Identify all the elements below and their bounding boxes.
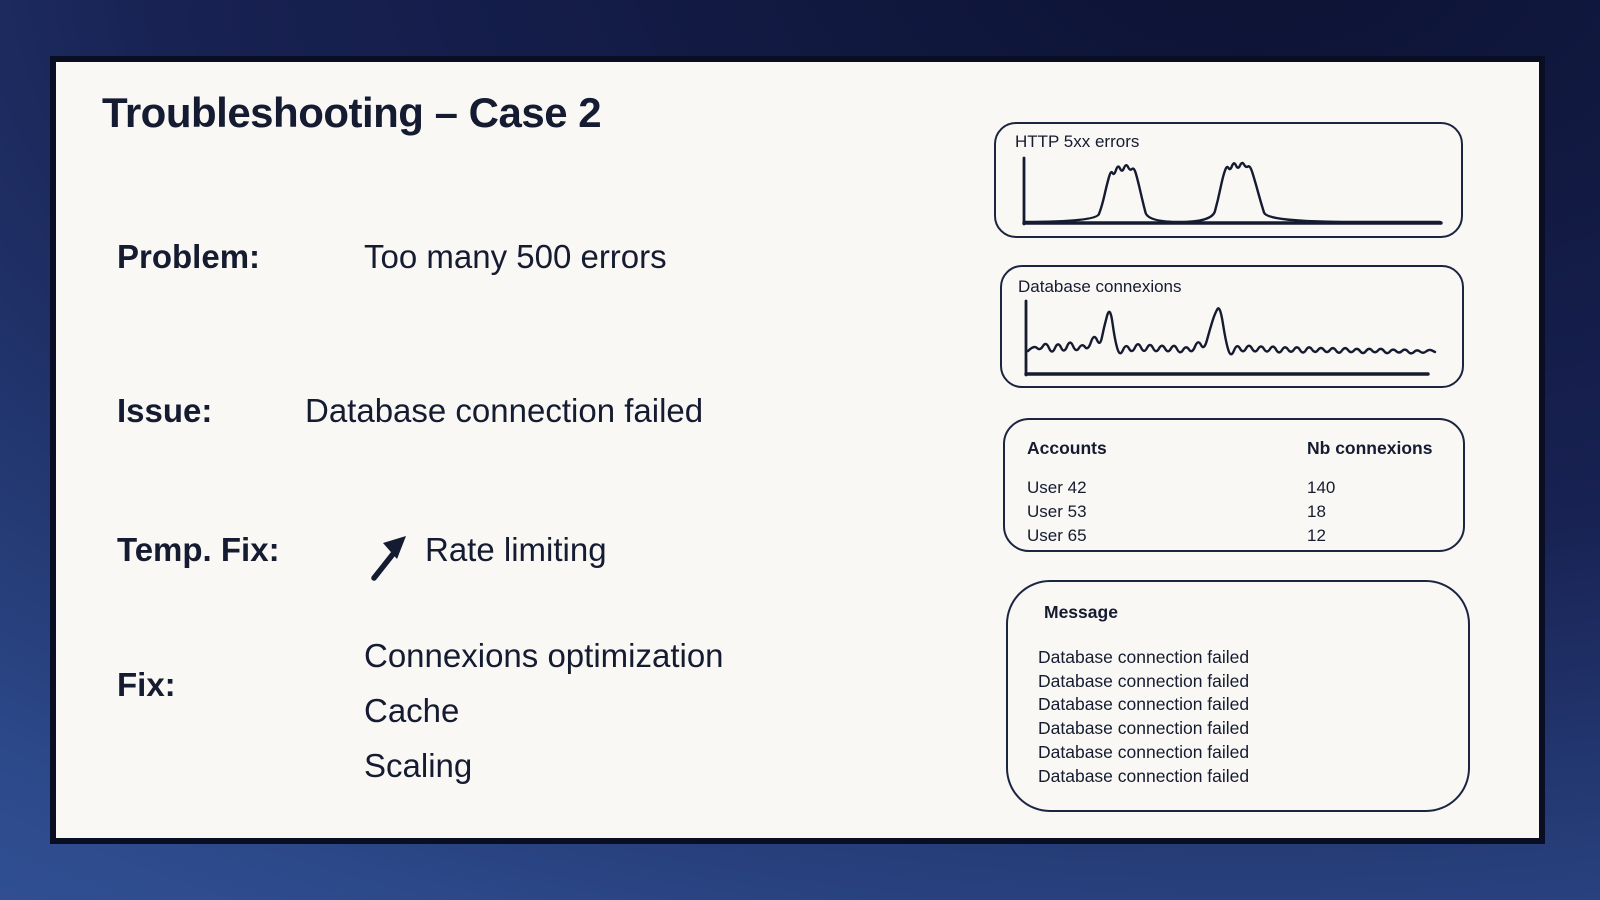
temp-fix-value: Rate limiting <box>425 531 607 568</box>
temp-fix-label: Temp. Fix: <box>117 531 280 568</box>
http-5xx-errors-panel: HTTP 5xx errors <box>994 122 1463 238</box>
fix-value-line: Connexions optimization <box>364 637 724 674</box>
message-log-panel: Message Database connection failed Datab… <box>1006 580 1470 812</box>
slide-content: Troubleshooting – Case 2 Problem: Too ma… <box>56 62 1539 838</box>
log-line: Database connection failed <box>1038 647 1250 667</box>
issue-value: Database connection failed <box>305 392 704 429</box>
log-line: Database connection failed <box>1038 718 1250 739</box>
table-row: User 65 12 <box>1005 526 1463 546</box>
database-connexions-panel: Database connexions <box>1000 265 1464 388</box>
nb-connexions-column-header: Nb connexions <box>1307 438 1433 458</box>
accounts-table-header: Accounts Nb connexions <box>1005 438 1463 458</box>
database-connexions-sketch-chart <box>1024 299 1437 377</box>
accounts-table-panel: Accounts Nb connexions User 42 140 User … <box>1003 418 1465 552</box>
connexions-cell: 18 <box>1307 502 1326 521</box>
log-line: Database connection failed <box>1038 670 1250 691</box>
message-log-lines: Database connection failed Database conn… <box>1038 646 1249 788</box>
accounts-column-header: Accounts <box>1027 438 1107 458</box>
fix-value-line: Cache <box>364 692 460 729</box>
log-line: Database connection failed <box>1038 741 1250 762</box>
http-5xx-errors-sketch-chart <box>1022 156 1443 226</box>
account-cell: User 65 <box>1027 526 1087 545</box>
connexions-cell: 12 <box>1307 526 1326 545</box>
account-cell: User 42 <box>1027 478 1087 497</box>
message-panel-title: Message <box>1044 602 1118 622</box>
fix-label: Fix: <box>117 666 176 703</box>
problem-value: Too many 500 errors <box>364 238 667 275</box>
table-row: User 42 140 <box>1005 478 1463 498</box>
http-5xx-errors-chart-title: HTTP 5xx errors <box>1015 132 1140 151</box>
log-line: Database connection failed <box>1038 694 1250 715</box>
trend-up-arrow-icon <box>371 536 406 581</box>
fix-value-line: Scaling <box>364 747 473 784</box>
account-cell: User 53 <box>1027 502 1087 521</box>
fix-values: Connexions optimization Cache Scaling <box>364 628 724 793</box>
slide-title: Troubleshooting – Case 2 <box>102 89 602 136</box>
slide: Troubleshooting – Case 2 Problem: Too ma… <box>50 56 1545 844</box>
connexions-cell: 140 <box>1307 478 1336 497</box>
problem-label: Problem: <box>117 238 261 275</box>
log-line: Database connection failed <box>1038 765 1250 786</box>
issue-label: Issue: <box>117 392 213 429</box>
table-row: User 53 18 <box>1005 502 1463 522</box>
database-connexions-chart-title: Database connexions <box>1018 277 1182 296</box>
